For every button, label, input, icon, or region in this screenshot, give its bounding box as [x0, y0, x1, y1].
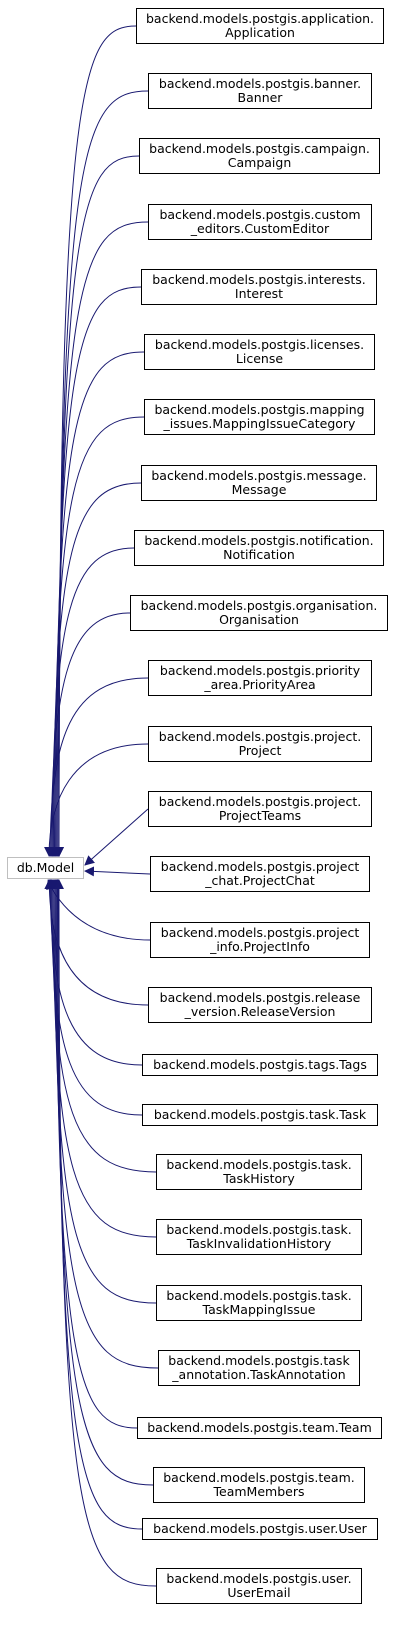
- class-name-line-1: backend.models.postgis.task.: [166, 1157, 352, 1172]
- class-name-line-2: Campaign: [227, 155, 292, 170]
- class-name-line-1: backend.models.postgis.licenses.: [154, 337, 365, 352]
- derived-class-box[interactable]: backend.models.postgis.notification.Noti…: [134, 530, 384, 566]
- class-name-line-2: TeamMembers: [213, 1484, 305, 1499]
- class-name-line-2: Interest: [234, 286, 284, 301]
- derived-class-box[interactable]: backend.models.postgis.custom_editors.Cu…: [148, 204, 372, 240]
- inheritance-edge: [46, 612, 131, 857]
- class-name-line-1: backend.models.postgis.message.: [151, 468, 367, 483]
- inheritance-edge: [46, 879, 143, 1116]
- inheritance-edge: [51, 879, 138, 1429]
- class-name-line-1: backend.models.postgis.project: [160, 859, 360, 874]
- class-name-line-1: backend.models.postgis.tags.Tags: [153, 1057, 367, 1072]
- inheritance-edge: [48, 482, 142, 857]
- derived-class-box[interactable]: backend.models.postgis.task_annotation.T…: [158, 1350, 360, 1386]
- derived-class-box[interactable]: backend.models.postgis.user.UserEmail: [156, 1568, 362, 1604]
- derived-class-box[interactable]: backend.models.postgis.task.TaskMappingI…: [156, 1285, 362, 1321]
- inheritance-edge: [53, 879, 143, 1530]
- class-name-line-1: backend.models.postgis.task.: [166, 1222, 352, 1237]
- derived-class-box[interactable]: backend.models.postgis.user.User: [142, 1518, 378, 1540]
- derived-class-box[interactable]: backend.models.postgis.organisation.Orga…: [130, 595, 388, 631]
- class-name-line-1: backend.models.postgis.project.: [158, 794, 362, 809]
- class-name-line-2: _version.ReleaseVersion: [184, 1004, 336, 1019]
- derived-class-box[interactable]: backend.models.postgis.campaign.Campaign: [139, 138, 380, 174]
- derived-class-box[interactable]: backend.models.postgis.mapping_issues.Ma…: [144, 399, 375, 435]
- derived-class-box[interactable]: backend.models.postgis.banner.Banner: [148, 73, 372, 109]
- inheritance-edge: [44, 879, 149, 1006]
- inheritance-edge: [84, 866, 151, 877]
- derived-class-box[interactable]: backend.models.postgis.task.Task: [142, 1104, 378, 1126]
- class-name-line-1: backend.models.postgis.interests.: [152, 272, 366, 287]
- inheritance-edge: [44, 743, 149, 857]
- class-name-line-1: backend.models.postgis.user.: [166, 1571, 352, 1586]
- inheritance-edge: [84, 808, 149, 866]
- inheritance-edge: [53, 155, 140, 857]
- class-name-line-1: backend.models.postgis.release: [159, 990, 361, 1005]
- class-name-line-1: backend.models.postgis.application.: [145, 11, 374, 26]
- inheritance-edges: [44, 25, 159, 1587]
- derived-class-box[interactable]: backend.models.postgis.application.Appli…: [136, 8, 384, 44]
- derived-class-box[interactable]: backend.models.postgis.task.TaskInvalida…: [156, 1219, 362, 1255]
- class-name-line-2: Message: [231, 482, 287, 497]
- derived-class-box[interactable]: backend.models.postgis.task.TaskHistory: [156, 1154, 362, 1190]
- derived-class-box[interactable]: backend.models.postgis.project.Project: [148, 726, 372, 762]
- inheritance-edge: [49, 879, 157, 1304]
- base-class-db-model[interactable]: db.Model: [7, 857, 84, 879]
- class-name-line-1: backend.models.postgis.organisation.: [140, 598, 378, 613]
- derived-class-box[interactable]: backend.models.postgis.interests.Interes…: [141, 269, 377, 305]
- class-name-line-1: backend.models.postgis.priority: [159, 663, 361, 678]
- class-name-line-2: Banner: [237, 90, 283, 105]
- class-name-line-2: Application: [225, 25, 295, 40]
- class-name-line-1: backend.models.postgis.task.Task: [153, 1107, 367, 1122]
- class-name-line-1: backend.models.postgis.user.User: [153, 1521, 367, 1536]
- class-name-line-2: Notification: [223, 547, 295, 562]
- class-name-line-2: _editors.CustomEditor: [190, 221, 330, 236]
- class-name-line-2: UserEmail: [227, 1585, 291, 1600]
- class-name-line-1: backend.models.postgis.team.: [163, 1470, 355, 1485]
- class-name-line-1: backend.models.postgis.project.: [158, 729, 362, 744]
- derived-class-box[interactable]: backend.models.postgis.licenses.License: [144, 334, 375, 370]
- inheritance-edge: [51, 286, 142, 857]
- class-name-line-1: backend.models.postgis.notification.: [144, 533, 374, 548]
- class-name-line-1: backend.models.postgis.project: [160, 925, 360, 940]
- class-name-line-2: ProjectTeams: [218, 808, 302, 823]
- inheritance-edge: [54, 90, 149, 857]
- derived-class-box[interactable]: backend.models.postgis.release_version.R…: [148, 987, 372, 1023]
- class-name-line-2: _info.ProjectInfo: [210, 939, 310, 954]
- derived-class-box[interactable]: backend.models.postgis.project_chat.Proj…: [150, 856, 370, 892]
- inheritance-edge: [45, 677, 149, 857]
- derived-class-box[interactable]: backend.models.postgis.tags.Tags: [142, 1054, 378, 1076]
- class-name-line-2: Project: [238, 743, 282, 758]
- derived-class-box[interactable]: backend.models.postgis.project_info.Proj…: [150, 922, 370, 958]
- class-name-line-1: backend.models.postgis.task.: [166, 1288, 352, 1303]
- class-name-line-2: _area.PriorityArea: [204, 677, 316, 692]
- inheritance-edge: [54, 25, 137, 857]
- base-class-label: db.Model: [16, 860, 75, 875]
- class-name-line-2: TaskMappingIssue: [202, 1302, 316, 1317]
- inheritance-edge: [47, 879, 157, 1173]
- class-name-line-2: _chat.ProjectChat: [205, 873, 315, 888]
- derived-class-box[interactable]: backend.models.postgis.message.Message: [141, 465, 377, 501]
- inheritance-edge: [48, 879, 157, 1238]
- class-name-line-1: backend.models.postgis.custom: [159, 207, 361, 222]
- class-name-line-1: backend.models.postgis.team.Team: [147, 1420, 372, 1435]
- inheritance-edge: [46, 879, 151, 941]
- class-name-line-2: _annotation.TaskAnnotation: [172, 1367, 346, 1382]
- class-name-line-2: License: [235, 351, 284, 366]
- inheritance-edge: [45, 879, 143, 1066]
- class-name-line-2: _issues.MappingIssueCategory: [163, 416, 356, 431]
- inheritance-edge: [53, 879, 157, 1587]
- class-name-line-1: backend.models.postgis.task: [168, 1353, 350, 1368]
- inheritance-edge: [50, 879, 159, 1369]
- derived-class-box[interactable]: backend.models.postgis.project.ProjectTe…: [148, 791, 372, 827]
- class-name-line-1: backend.models.postgis.campaign.: [149, 141, 370, 156]
- derived-class-box[interactable]: backend.models.postgis.priority_area.Pri…: [148, 660, 372, 696]
- class-name-line-2: TaskInvalidationHistory: [186, 1236, 332, 1251]
- derived-class-box[interactable]: backend.models.postgis.team.Team: [137, 1417, 382, 1439]
- derived-class-box[interactable]: backend.models.postgis.team.TeamMembers: [153, 1467, 365, 1503]
- class-name-line-2: TaskHistory: [223, 1171, 295, 1186]
- class-name-line-2: Organisation: [219, 612, 299, 627]
- class-name-line-1: backend.models.postgis.banner.: [158, 76, 362, 91]
- class-name-line-1: backend.models.postgis.mapping: [154, 402, 365, 417]
